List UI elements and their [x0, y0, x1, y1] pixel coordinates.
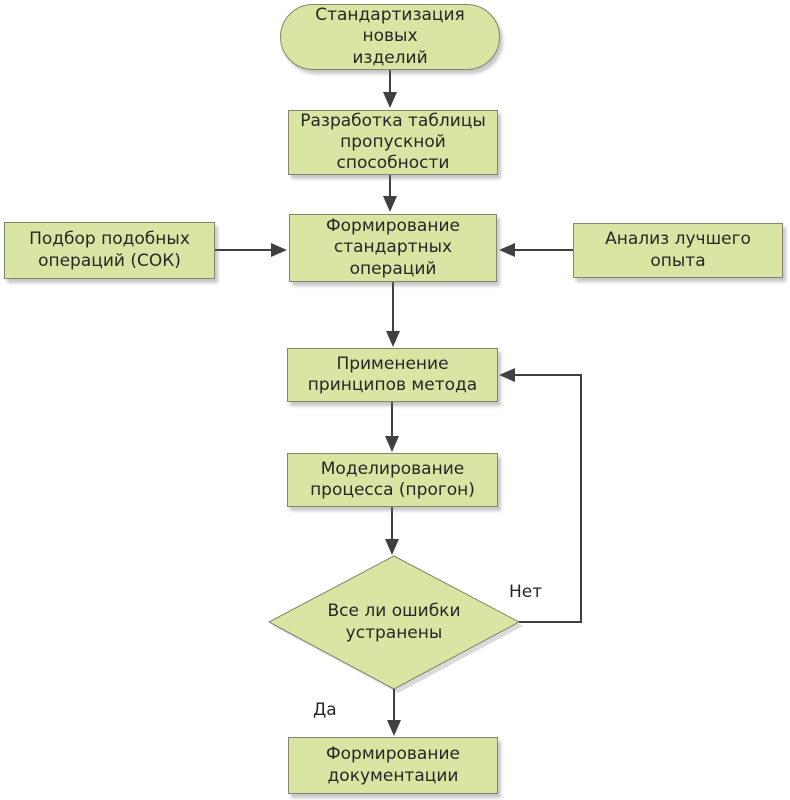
arrowhead-start-table — [383, 92, 397, 108]
arrowhead-apply-model — [385, 436, 399, 452]
arrowhead-decision-docs — [387, 720, 401, 736]
node-decision-errors-fixed: Все ли ошибки устранены — [327, 601, 461, 643]
node-process-modeling: Моделирование процесса (прогон) — [287, 453, 498, 507]
arrowhead-best-form — [499, 243, 515, 257]
node-form-documentation: Формирование документации — [288, 737, 498, 794]
arrowhead-form-apply — [386, 331, 400, 347]
arrowhead-select-form — [271, 243, 287, 257]
edge-label-no: Нет — [509, 582, 543, 602]
arrowhead-table-form — [383, 196, 397, 212]
edge-label-yes: Да — [313, 700, 337, 720]
connector-decision-apply-loop — [514, 374, 582, 623]
node-apply-method-principles: Применение принципов метода — [287, 348, 498, 402]
arrowhead-decision-apply-loop — [499, 368, 515, 382]
arrowhead-model-decision — [385, 539, 399, 555]
node-select-similar-operations: Подбор подобных операций (СОК) — [4, 222, 215, 279]
node-develop-capacity-table: Разработка таблицы пропускной способност… — [288, 110, 498, 175]
node-form-standard-operations: Формирование стандартных операций — [289, 214, 497, 282]
node-start-terminator: Стандартизация новых изделий — [280, 4, 500, 70]
node-best-practice-analysis: Анализ лучшего опыта — [573, 223, 783, 278]
